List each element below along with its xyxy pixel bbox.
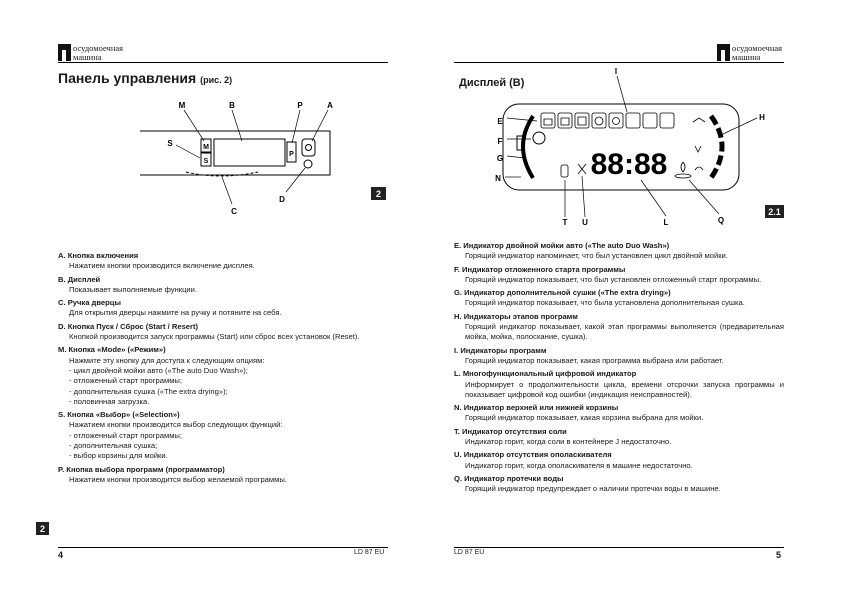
desc-item-a: A. Кнопка включения Нажатием кнопки прои…: [58, 251, 255, 271]
start-reset-button-shape: [303, 159, 313, 169]
side-badge: 2: [36, 522, 49, 535]
desc-item-n: N. Индикатор верхней или нижней корзины …: [454, 403, 704, 423]
diag-label-c: C: [231, 207, 237, 216]
diag-label-a: A: [327, 101, 333, 110]
desc-item-s: S. Кнопка «Выбор» («Selection») Нажатием…: [58, 410, 283, 461]
desc-item-i: I. Индикаторы программ Горящий индикатор…: [454, 345, 724, 365]
left-page: осудомоечная машина Панель управления (р…: [36, 44, 388, 560]
diag-label-p: P: [297, 101, 303, 110]
diag-label-i: I: [615, 67, 617, 76]
diag-label-l: L: [664, 218, 669, 226]
phase-icons: [692, 117, 706, 171]
desc-item-c: C. Ручка дверцы Для открытия дверцы нажм…: [58, 298, 282, 318]
panel-outline: [140, 130, 331, 176]
brand-logo-icon: [717, 44, 730, 61]
header-rule: [58, 62, 388, 63]
model-code: LD 87 EU: [454, 549, 485, 556]
desc-item-f: F. Индикатор отложенного старта программ…: [454, 264, 762, 284]
leak-tray-icon: [674, 173, 692, 179]
salt-icon: [560, 164, 569, 178]
program-key: [286, 141, 297, 163]
left-descriptions: A. Кнопка включения Нажатием кнопки прои…: [58, 251, 388, 488]
right-descriptions: E. Индикатор двойной мойки авто («The au…: [454, 241, 784, 498]
diag-label-s: S: [167, 139, 173, 148]
brand-logo: осудомоечная машина: [717, 44, 782, 61]
phase-arc: [708, 114, 725, 180]
diag-label-n: N: [495, 174, 501, 183]
key-p-label: P: [289, 151, 294, 158]
desc-item-g: G. Индикатор дополнительной сушки («The …: [454, 288, 745, 308]
diag-label-u: U: [582, 218, 588, 226]
model-code: LD 87 EU: [354, 549, 385, 556]
desc-item-p: P. Кнопка выбора программ (программатор)…: [58, 464, 287, 484]
diag-label-h: H: [759, 113, 765, 122]
desc-item-d: D. Кнопка Пуск / Сброс (Start / Resert) …: [58, 321, 360, 342]
diag-label-b: B: [229, 101, 235, 110]
display-window: [213, 138, 286, 167]
door-handle: [185, 171, 259, 177]
figure-badge: 2.1: [765, 205, 784, 218]
brand-logo-icon: [58, 44, 71, 61]
figure-badge: 2: [371, 187, 386, 200]
desc-item-e: E. Индикатор двойной мойки авто («The au…: [454, 241, 728, 261]
diag-label-g: G: [497, 154, 503, 163]
header-rule: [454, 62, 784, 63]
brand-logo: осудомоечная машина: [58, 44, 123, 61]
footer-rule: [454, 547, 784, 548]
desc-item-m: M. Кнопка «Mode» («Режим») Нажмите эту к…: [58, 345, 265, 406]
page-number: 4: [58, 550, 64, 560]
basket-indicator: [516, 135, 524, 151]
footer-rule: [58, 547, 388, 548]
diag-label-q: Q: [718, 216, 724, 225]
display-diagram: 88:88 I E F G N H T U L Q: [495, 67, 765, 226]
desc-item-u: U. Индикатор отсутствия ополаскивателя И…: [454, 450, 693, 470]
desc-item-t: T. Индикатор отсутствия соли Индикатор г…: [454, 426, 672, 447]
diag-label-e: E: [497, 117, 503, 126]
diag-label-f: F: [498, 137, 503, 146]
page-number: 5: [776, 550, 782, 560]
display-title: Дисплей (B): [459, 77, 525, 89]
diag-label-d: D: [279, 195, 285, 204]
power-button-shape: [301, 138, 316, 157]
power-icon: [305, 144, 312, 151]
page-title: Панель управления (рис. 2): [58, 70, 233, 86]
desc-item-l: L. Многофункциональный цифровой индикато…: [454, 369, 784, 399]
program-icons: [540, 112, 675, 129]
mode-key: [200, 138, 212, 153]
selection-key: [200, 152, 212, 167]
desc-item-b: B. Дисплей Показывает выполняемые функци…: [58, 274, 198, 294]
leak-drop-icon: [680, 161, 686, 173]
desc-item-h: H. Индикаторы этапов программ Горящий ин…: [454, 311, 784, 342]
rinse-aid-icon: [577, 163, 587, 175]
control-panel-diagram: M S P M B P A S C D: [140, 101, 333, 216]
delay-start-icon: [532, 131, 546, 145]
diag-label-m: M: [179, 101, 186, 110]
right-page: осудомоечная машина Дисплей (B): [421, 0, 842, 595]
digital-readout: 88:88: [591, 148, 668, 181]
key-s-label: S: [204, 158, 209, 165]
desc-item-q: Q. Индикатор протечки воды Горящий индик…: [454, 473, 721, 494]
display-bezel: [502, 103, 740, 191]
diag-label-t: T: [563, 218, 568, 226]
key-m-label: M: [203, 144, 209, 151]
brand-line2: машина: [73, 51, 102, 62]
brand-line1: осудомоечная: [73, 43, 124, 53]
left-arc: [521, 114, 535, 180]
